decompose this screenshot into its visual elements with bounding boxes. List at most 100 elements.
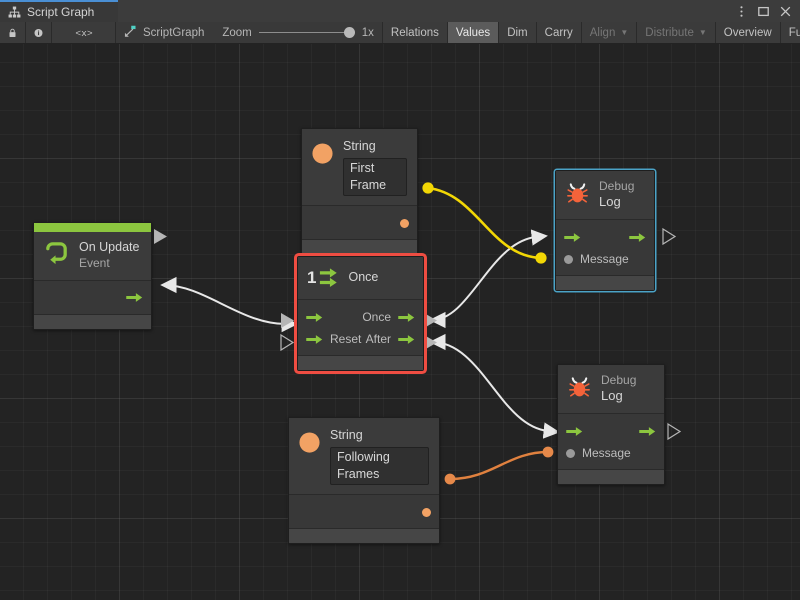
- wire-endpoint-dot: [444, 473, 456, 485]
- node-title: Once: [348, 269, 379, 284]
- node-footer: [34, 313, 151, 329]
- node-ports: Once Reset After: [298, 299, 423, 355]
- node-once[interactable]: 1 Once Once: [297, 256, 424, 371]
- port-out-once[interactable]: Once: [362, 310, 415, 324]
- node-title-block: Debug Log: [599, 179, 634, 210]
- port-out-flow[interactable]: [126, 292, 143, 303]
- toolbar-button-values[interactable]: Values: [447, 22, 500, 43]
- node-ports: Message: [558, 413, 664, 470]
- zoom-slider-handle[interactable]: [343, 27, 355, 38]
- wire-endpoint-dot: [542, 446, 554, 458]
- script-graph-icon: [124, 25, 137, 41]
- node-debug-log-top[interactable]: Debug Log: [555, 170, 655, 292]
- node-title-block: String Following Frames: [330, 428, 429, 486]
- node-string-first-frame[interactable]: String First Frame: [301, 128, 418, 256]
- port-in-flow[interactable]: [564, 232, 581, 243]
- node-title: String: [343, 139, 376, 153]
- node-ports: [302, 205, 417, 240]
- port-in-flow[interactable]: [566, 426, 583, 437]
- node-footer: [558, 469, 664, 485]
- port-row-value-out[interactable]: [302, 212, 417, 234]
- port-out-flow[interactable]: [629, 232, 646, 243]
- zoom-value: 1x: [361, 26, 374, 39]
- code-brackets-icon[interactable]: <x>: [52, 22, 116, 43]
- flow-arrow-icon: [639, 426, 656, 436]
- wire-string-first-frame-to-message[interactable]: [427, 186, 542, 260]
- string-circle-icon: [298, 431, 321, 457]
- toolbar-button-distribute-label: Distribute: [645, 26, 694, 39]
- toolbar-button-align[interactable]: Align ▼: [581, 22, 638, 43]
- graph-canvas[interactable]: On Update Event: [0, 44, 800, 600]
- wire-endpoint-dot: [422, 182, 434, 194]
- tab-script-graph[interactable]: Script Graph: [0, 0, 118, 22]
- port-out-after[interactable]: After: [366, 332, 415, 346]
- string-value-input[interactable]: Following Frames: [330, 446, 429, 486]
- node-title-block: On Update Event: [79, 240, 139, 271]
- node-string-following-frames[interactable]: String Following Frames: [288, 417, 440, 545]
- node-accent-bar: [34, 223, 151, 232]
- port-in-flow[interactable]: [306, 312, 323, 323]
- port-row-flow[interactable]: [558, 420, 664, 442]
- chevron-down-icon: ▼: [620, 27, 629, 37]
- port-label-after: After: [365, 332, 391, 346]
- wire-once-after-to-debug-bottom[interactable]: [429, 333, 560, 439]
- port-out-value[interactable]: [400, 218, 409, 228]
- port-in-message[interactable]: Message: [566, 446, 631, 460]
- port-in-reset[interactable]: Reset: [306, 332, 361, 346]
- once-arrows-icon: [320, 268, 338, 288]
- port-label-message: Message: [580, 252, 629, 267]
- zoom-slider[interactable]: [258, 26, 355, 40]
- port-row-reset-after[interactable]: Reset After: [298, 328, 423, 350]
- maximize-icon[interactable]: [757, 5, 770, 18]
- flow-arrow-icon: [398, 312, 415, 322]
- kebab-menu-icon[interactable]: [735, 5, 748, 18]
- node-on-update[interactable]: On Update Event: [33, 222, 152, 330]
- toolbar-button-relations[interactable]: Relations: [381, 22, 448, 43]
- svg-text:<x>: <x>: [75, 28, 93, 38]
- close-icon[interactable]: [779, 5, 792, 18]
- toolbar-button-distribute[interactable]: Distribute ▼: [637, 22, 716, 43]
- string-value-input[interactable]: First Frame: [343, 157, 407, 197]
- flow-arrow-icon: [306, 312, 323, 322]
- once-badge: 1: [307, 268, 317, 287]
- chevron-down-icon: ▼: [698, 27, 707, 37]
- flow-arrow-icon: [629, 232, 646, 242]
- node-header: String First Frame: [302, 129, 417, 206]
- port-row-message[interactable]: Message: [558, 442, 664, 464]
- toolbar-button-full-screen[interactable]: Full Screen: [780, 22, 800, 43]
- toolbar-button-carry[interactable]: Carry: [536, 22, 582, 43]
- graph-toolbar: <x> ScriptGraph Zoom 1x Relations Values: [0, 22, 800, 44]
- toolbar-button-align-label: Align: [589, 26, 616, 39]
- node-title: Debug: [599, 179, 635, 193]
- port-in-message[interactable]: Message: [564, 252, 629, 266]
- port-out-value[interactable]: [422, 507, 431, 517]
- wire-string-following-frames-to-message[interactable]: [449, 450, 549, 481]
- port-row-value-out[interactable]: [289, 501, 439, 523]
- node-footer: [302, 239, 417, 255]
- node-subtitle: Event: [79, 255, 110, 270]
- zoom-control[interactable]: Zoom 1x: [214, 22, 382, 43]
- once-counter-icon: 1: [307, 265, 339, 290]
- lock-icon[interactable]: [0, 22, 26, 43]
- wire-once-to-debug-top[interactable]: [429, 229, 548, 329]
- node-header: String Following Frames: [289, 418, 439, 495]
- node-title-block: Debug Log: [601, 373, 636, 404]
- port-out-flow[interactable]: [639, 426, 656, 437]
- zoom-label: Zoom: [222, 26, 252, 39]
- port-row-once[interactable]: Once: [298, 306, 423, 328]
- port-row-flow-out[interactable]: [34, 287, 151, 309]
- toolbar-button-overview[interactable]: Overview: [715, 22, 781, 43]
- graph-hierarchy-icon: [8, 6, 21, 19]
- node-debug-log-bottom[interactable]: Debug Log: [557, 364, 665, 486]
- debug-bug-icon: [565, 181, 590, 209]
- info-icon[interactable]: [26, 22, 52, 43]
- wire-on-update-to-once[interactable]: [160, 276, 298, 333]
- node-header: On Update Event: [34, 232, 151, 280]
- graph-name-field[interactable]: ScriptGraph: [116, 22, 214, 43]
- wire-endpoint-dot: [535, 252, 547, 264]
- node-title: String: [330, 428, 363, 442]
- port-row-flow[interactable]: [556, 226, 654, 248]
- port-row-message[interactable]: Message: [556, 248, 654, 270]
- toolbar-button-dim[interactable]: Dim: [499, 22, 537, 43]
